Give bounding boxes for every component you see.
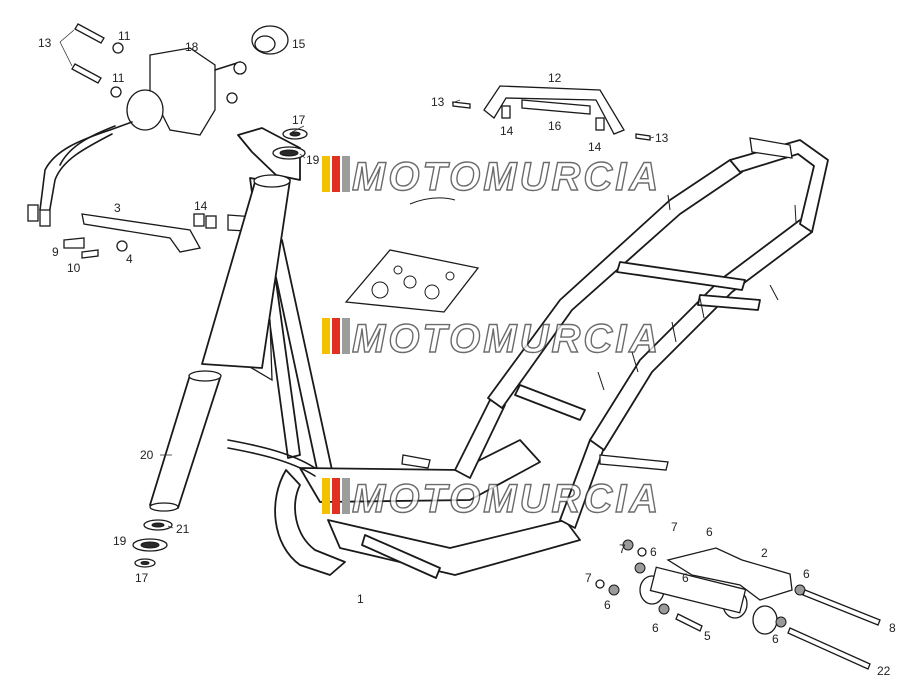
label-8: 8 [889,621,896,635]
label-14: 14 [588,140,602,154]
label-10: 10 [67,261,81,275]
grab-handle-12 [452,85,651,141]
label-6: 6 [706,525,713,539]
label-7: 7 [619,542,626,556]
label-9: 9 [52,245,59,259]
label-5: 5 [704,629,711,643]
main-frame [227,127,829,579]
engine-mount-2 [595,539,881,670]
label-17: 17 [135,571,149,585]
label-16: 16 [548,119,562,133]
label-11: 11 [112,71,125,85]
watermark-text-top: MOTOMURCIA [352,155,661,199]
ignition-switch [27,47,247,227]
watermark-bottom: MOTOMURCIA [322,476,661,522]
watermark-text-middle: MOTOMURCIA [352,317,661,361]
label-2: 2 [761,546,768,560]
label-22: 22 [877,664,891,678]
label-15: 15 [292,37,306,51]
bearing-set-bottom [132,519,173,568]
head-tube [201,174,291,369]
part-labels: 13 11 11 18 15 17 19 3 14 9 10 4 13 12 1… [38,29,896,678]
watermark-top: MOTOMURCIA [322,154,661,200]
steering-tube-20 [149,370,222,512]
label-21: 21 [176,522,190,536]
label-13: 13 [655,131,669,145]
label-1: 1 [357,592,364,606]
bracket-3 [63,213,217,259]
label-20: 20 [140,448,154,462]
label-6: 6 [803,567,810,581]
watermark-middle: MOTOMURCIA [322,316,661,362]
label-3: 3 [114,201,121,215]
label-6: 6 [682,571,689,585]
label-6: 6 [652,621,659,635]
label-13: 13 [38,36,52,50]
label-13: 13 [431,95,445,109]
label-19: 19 [113,534,127,548]
label-11: 11 [118,29,131,43]
label-12: 12 [548,71,562,85]
bearing-set-top [272,128,308,160]
fastener-kit [344,197,480,313]
screws-13-11-top [71,23,124,98]
watermark-text-bottom: MOTOMURCIA [352,477,661,521]
label-6: 6 [772,632,779,646]
label-7: 7 [671,520,678,534]
label-18: 18 [185,40,199,54]
label-6: 6 [650,545,657,559]
label-6: 6 [604,598,611,612]
label-7: 7 [585,571,592,585]
label-14: 14 [500,124,514,138]
label-17: 17 [292,113,306,127]
label-19: 19 [306,153,320,167]
label-4: 4 [126,252,133,266]
lock-cap-15 [251,25,289,55]
label-14: 14 [194,199,208,213]
leader-lines [59,29,655,529]
